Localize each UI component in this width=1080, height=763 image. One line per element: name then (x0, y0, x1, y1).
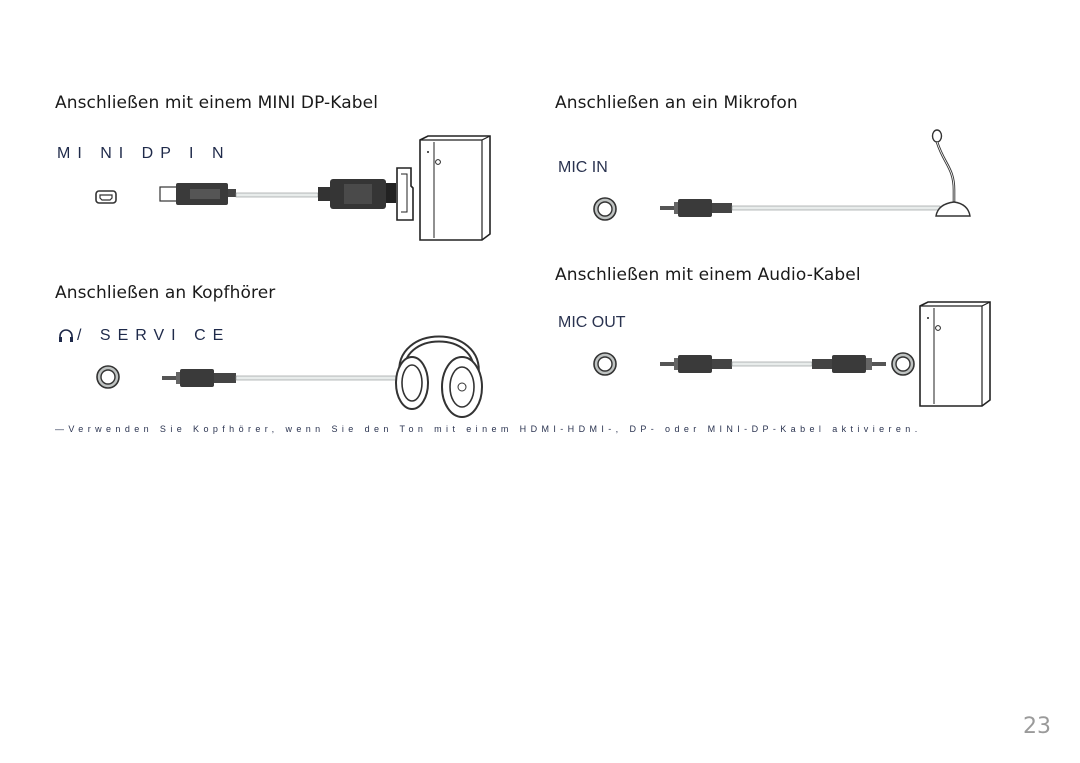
mini-dp-cable (159, 179, 396, 209)
page-number: 23 (1023, 714, 1051, 739)
mini-dp-plug-icon (176, 183, 236, 205)
heading-audio-cable: Anschließen mit einem Audio-Kabel (555, 265, 861, 285)
displayport-plug-icon (318, 179, 396, 209)
pc-audio-jack-icon (891, 352, 915, 376)
headphone-cable (162, 369, 403, 387)
pc-tower-icon (419, 135, 491, 241)
displayport-socket-icon (396, 167, 414, 221)
mini-dp-port-label: MI NI DP I N (57, 145, 231, 162)
mic-out-jack-icon (593, 352, 617, 376)
heading-mini-dp: Anschließen mit einem MINI DP-Kabel (55, 93, 379, 113)
audio-jack-icon (593, 197, 617, 221)
heading-microphone: Anschließen an ein Mikrofon (555, 93, 798, 113)
service-port-label: / SERVI CE (77, 327, 231, 344)
heading-headphones: Anschließen an Kopfhörer (55, 283, 276, 303)
mic-cable (660, 199, 941, 217)
headphone-jack-icon (96, 365, 120, 389)
pc-tower-icon-2 (919, 301, 991, 407)
microphone-icon (931, 129, 971, 217)
headphone-icon (57, 327, 75, 345)
footnote: ―Verwenden Sie Kopfhörer, wenn Sie den T… (55, 424, 922, 434)
mic-in-port-label: MIC IN (558, 159, 608, 176)
mini-dp-port-icon (95, 190, 117, 204)
audio-cable (660, 355, 886, 373)
mic-out-port-label: MIC OUT (558, 314, 626, 331)
headphones-icon (395, 335, 483, 418)
